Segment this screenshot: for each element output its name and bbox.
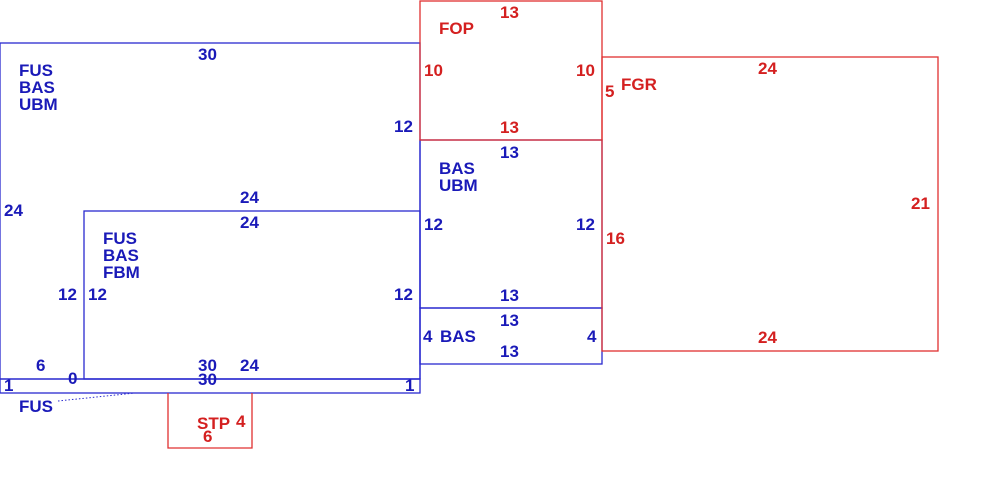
- main-room-code-1: FUS: [19, 61, 53, 80]
- fop-right-dimension: 10: [576, 61, 595, 80]
- slab-code: FUS: [19, 397, 53, 416]
- inner-room-code-3: FBM: [103, 263, 140, 282]
- fgr-top-dimension: 24: [758, 59, 777, 78]
- stp-code: STP: [197, 414, 230, 433]
- fgr-outline: [601, 56, 939, 352]
- fgr-left-dimension-2: 16: [606, 229, 625, 248]
- fgr-right-dimension: 21: [911, 194, 930, 213]
- fus-leader-line: [57, 392, 136, 402]
- fgr-code: FGR: [621, 75, 657, 94]
- slab-top-dimension: 30: [198, 370, 217, 389]
- mid-left-dimension: 12: [424, 215, 443, 234]
- slab-outline: [0, 378, 421, 394]
- mid-room-code-1: BAS: [439, 159, 475, 178]
- strip-right-dimension: 4: [587, 327, 597, 346]
- main-top-dimension: 30: [198, 45, 217, 64]
- inner-room-code-1: FUS: [103, 229, 137, 248]
- mid-right-dimension: 12: [576, 215, 595, 234]
- fgr-left-dimension: 5: [605, 82, 614, 101]
- stp-bottom-dimension: 6: [203, 427, 212, 446]
- slab-corner-a: 6: [36, 356, 45, 375]
- slab-right-dimension: 1: [405, 376, 414, 395]
- strip-code: BAS: [440, 327, 476, 346]
- mid-bottom-dimension: 13: [500, 286, 519, 305]
- fop-bottom-dimension: 13: [500, 118, 519, 137]
- main-room-code-3: UBM: [19, 95, 58, 114]
- strip-left-dimension: 4: [423, 327, 433, 346]
- stp-right-dimension: 4: [236, 412, 246, 431]
- strip-top-dimension: 13: [500, 311, 519, 330]
- strip-bottom-dimension: 13: [500, 342, 519, 361]
- fgr-bottom-dimension: 24: [758, 328, 777, 347]
- inner-right-dimension: 12: [394, 285, 413, 304]
- mid-top-dimension: 13: [500, 143, 519, 162]
- main-room-code-2: BAS: [19, 78, 55, 97]
- slab-corner-b: 0: [68, 369, 77, 388]
- slab-left-dimension: 1: [4, 376, 13, 395]
- mid-room-code-2: UBM: [439, 176, 478, 195]
- fop-code: FOP: [439, 19, 474, 38]
- inner-bottom-dimension: 30: [198, 356, 217, 375]
- inner-top-dimension: 24: [240, 188, 259, 207]
- inner-room-code-2: BAS: [103, 246, 139, 265]
- main-right-dimension: 12: [394, 117, 413, 136]
- fop-left-dimension: 10: [424, 61, 443, 80]
- stp-outline: [167, 393, 253, 449]
- inner-bottom-dimension-2: 24: [240, 356, 259, 375]
- main-left-dimension: 24: [4, 201, 23, 220]
- inner-left-dimension-2: 12: [88, 285, 107, 304]
- inner-left-dimension: 12: [58, 285, 77, 304]
- inner-top-dimension-2: 24: [240, 213, 259, 232]
- fop-top-dimension: 13: [500, 3, 519, 22]
